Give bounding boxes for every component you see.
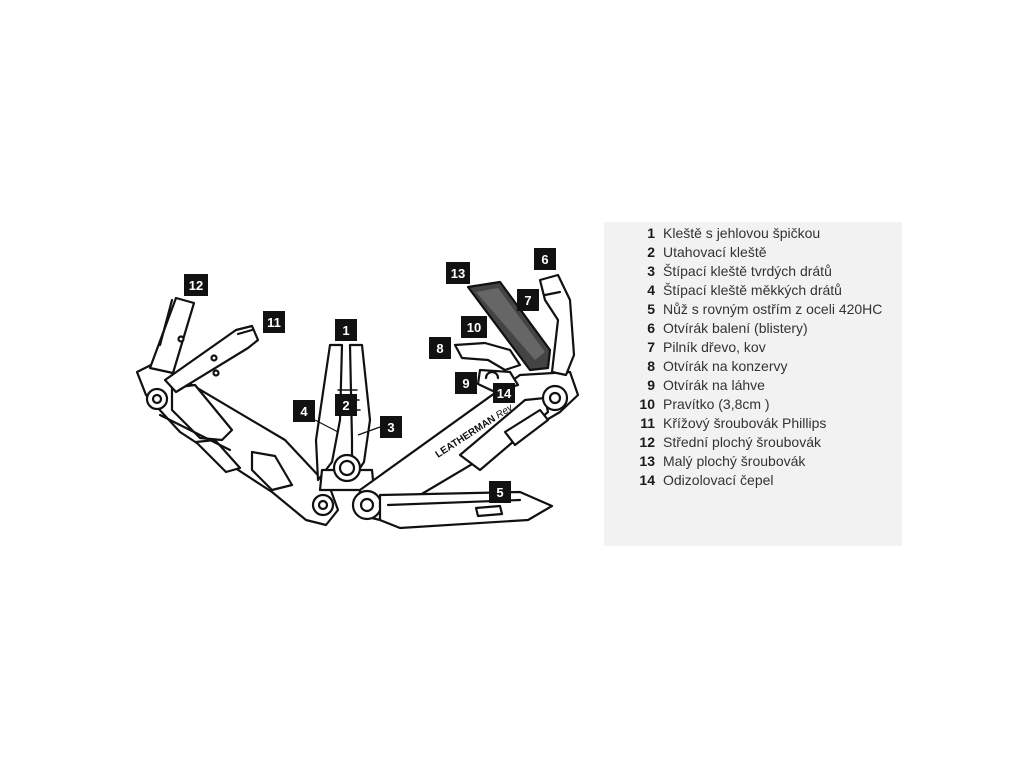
legend-text: Otvírák balení (blistery) — [663, 320, 808, 336]
legend-text: Kleště s jehlovou špičkou — [663, 225, 821, 241]
needle-nose-pliers — [314, 343, 376, 492]
svg-text:10: 10 — [467, 320, 481, 335]
callout-6: 6 — [534, 248, 556, 270]
legend-text: Pilník dřevo, kov — [663, 339, 766, 355]
legend-number: 3 — [647, 263, 655, 279]
legend-number: 14 — [639, 472, 655, 488]
left-handle — [135, 361, 340, 527]
callout-12: 12 — [184, 274, 208, 296]
svg-text:3: 3 — [387, 420, 394, 435]
svg-text:14: 14 — [497, 386, 512, 401]
callout-11: 11 — [263, 311, 285, 333]
legend-number: 11 — [640, 415, 655, 431]
legend-text: Štípací kleště měkkých drátů — [663, 282, 842, 298]
callout-7: 7 — [517, 289, 539, 311]
callout-13: 13 — [446, 262, 470, 284]
legend-item: 10 Pravítko (3,8cm ) — [604, 395, 902, 414]
svg-text:9: 9 — [462, 376, 469, 391]
legend-text: Střední plochý šroubovák — [663, 434, 821, 450]
legend-item: 1 Kleště s jehlovou špičkou — [604, 224, 902, 243]
legend-text: Štípací kleště tvrdých drátů — [663, 263, 832, 279]
legend-number: 5 — [647, 301, 655, 317]
legend-number: 7 — [647, 339, 655, 355]
legend-number: 10 — [639, 396, 655, 412]
can-opener — [453, 341, 522, 394]
legend-text: Nůž s rovným ostřím z oceli 420HC — [663, 301, 883, 317]
callout-4: 4 — [293, 400, 339, 433]
legend-number: 12 — [639, 434, 655, 450]
legend-number: 13 — [639, 453, 655, 469]
svg-text:7: 7 — [524, 293, 531, 308]
callout-14: 14 — [493, 383, 515, 403]
legend-item: 13 Malý plochý šroubovák — [604, 452, 902, 471]
legend-number: 1 — [647, 225, 655, 241]
legend-text: Malý plochý šroubovák — [663, 453, 806, 469]
legend-text: Pravítko (3,8cm ) — [663, 396, 770, 412]
legend-item: 11 Křížový šroubovák Phillips — [604, 414, 902, 433]
legend-item: 14 Odizolovací čepel — [604, 471, 902, 490]
callout-5: 5 — [489, 481, 511, 503]
legend-item: 8 Otvírák na konzervy — [604, 357, 902, 376]
callout-1: 1 — [335, 319, 357, 341]
legend-panel: 1 Kleště s jehlovou špičkou 2 Utahovací kl… — [604, 222, 902, 546]
callout-9: 9 — [455, 372, 477, 394]
svg-text:12: 12 — [189, 278, 203, 293]
file-tool — [466, 280, 552, 372]
svg-text:5: 5 — [496, 485, 503, 500]
legend-text: Odizolovací čepel — [663, 472, 774, 488]
legend-number: 2 — [647, 244, 655, 260]
legend-item: 12 Střední plochý šroubovák — [604, 433, 902, 452]
legend-number: 6 — [647, 320, 655, 336]
medium-flat-screwdriver — [148, 296, 196, 375]
legend-text: Otvírák na láhve — [663, 377, 765, 393]
right-handle: LEATHERMAN Rev — [351, 370, 580, 522]
legend-text: Otvírák na konzervy — [663, 358, 788, 374]
svg-text:11: 11 — [267, 315, 281, 330]
callout-markers: 1 2 3 4 5 6 7 8 — [184, 248, 556, 503]
package-opener — [538, 273, 576, 377]
svg-text:8: 8 — [436, 341, 443, 356]
legend-item: 2 Utahovací kleště — [604, 243, 902, 262]
knife-blade — [378, 490, 554, 530]
legend-item: 4 Štípací kleště měkkých drátů — [604, 281, 902, 300]
callout-2: 2 — [335, 394, 357, 416]
svg-text:6: 6 — [541, 252, 548, 267]
legend-text: Utahovací kleště — [663, 244, 767, 260]
legend-number: 4 — [647, 282, 655, 298]
legend-item: 3 Štípací kleště tvrdých drátů — [604, 262, 902, 281]
legend-number: 9 — [647, 377, 655, 393]
callout-10: 10 — [461, 316, 487, 338]
callout-3: 3 — [357, 416, 402, 438]
svg-text:1: 1 — [342, 323, 349, 338]
legend-item: 7 Pilník dřevo, kov — [604, 338, 902, 357]
phillips-screwdriver — [163, 324, 260, 394]
legend-item: 6 Otvírák balení (blistery) — [604, 319, 902, 338]
legend-number: 8 — [647, 358, 655, 374]
callout-8: 8 — [429, 337, 451, 359]
svg-text:2: 2 — [342, 398, 349, 413]
svg-text:13: 13 — [451, 266, 465, 281]
legend-text: Křížový šroubovák Phillips — [663, 415, 827, 431]
svg-text:4: 4 — [300, 404, 308, 419]
legend-item: 5 Nůž s rovným ostřím z oceli 420HC — [604, 300, 902, 319]
legend-item: 9 Otvírák na láhve — [604, 376, 902, 395]
